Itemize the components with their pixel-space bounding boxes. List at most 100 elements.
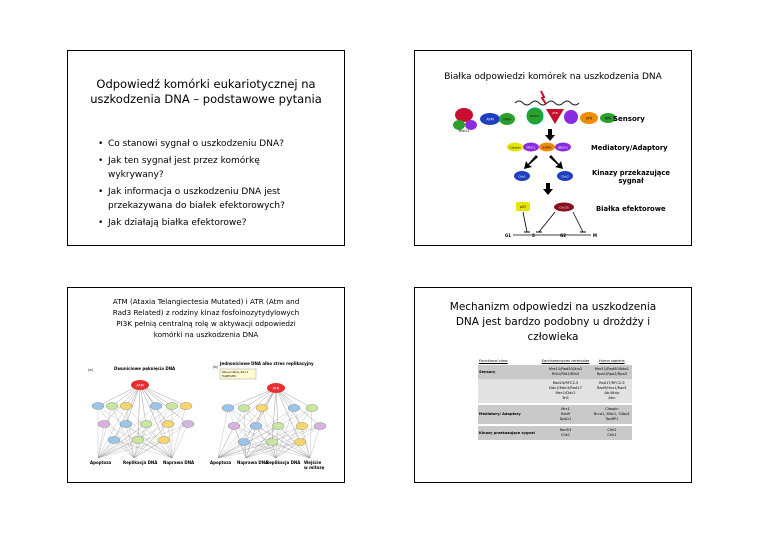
- label-mre11: Mre11: [459, 129, 470, 133]
- slide-2-title: Białka odpowiedzi komórek na uszkodzenia…: [444, 72, 662, 82]
- network-a-edges: [97, 384, 189, 459]
- outcome-b-apoptoza: Apoptoza: [210, 460, 232, 465]
- slide-1-title: Odpowiedź komórki eukariotycznej na uszk…: [90, 77, 322, 106]
- svg-text:ATM: ATM: [486, 118, 493, 122]
- network-b-edges: [217, 387, 321, 459]
- svg-text:Claspin: Claspin: [510, 146, 521, 150]
- slide-1-questions: Odpowiedź komórki eukariotycznej na uszk…: [67, 50, 345, 246]
- network-node: [161, 420, 175, 428]
- svg-text:w mitozę: w mitozę: [304, 465, 325, 470]
- protein-rad17: [526, 107, 544, 125]
- arrow-diagonal-left-icon: [524, 155, 538, 169]
- svg-text:RPA: RPA: [605, 117, 612, 121]
- svg-text:p53: p53: [520, 205, 526, 209]
- panel-a-title: Dwuniciowe pęknięcia DNA: [114, 366, 176, 371]
- phase-m: M: [593, 233, 597, 238]
- network-node: [221, 404, 235, 412]
- dna-break-icon: [540, 90, 547, 105]
- protein-rpa: [600, 113, 616, 123]
- phase-g2: G2: [560, 233, 566, 238]
- network-node: [181, 420, 195, 428]
- network-node: [105, 402, 119, 410]
- protein-brca1: [555, 142, 571, 152]
- network-node: [313, 422, 327, 430]
- svg-text:Chk1: Chk1: [518, 175, 526, 179]
- comparison-table: Functional class Saccharomyces cerevisia…: [478, 358, 632, 440]
- protein-chk2: [557, 171, 573, 181]
- network-node: [139, 420, 153, 428]
- protein-cdc25: [554, 202, 574, 212]
- svg-text:Cdc25: Cdc25: [559, 206, 569, 210]
- outcome-b-mitoza: Wejście: [304, 460, 321, 465]
- question-item: Co stanowi sygnał o uszkodzeniu DNA?: [98, 137, 330, 152]
- network-node: [293, 438, 307, 446]
- network-node: [227, 422, 241, 430]
- arrow-diagonal-right-icon: [549, 155, 563, 169]
- svg-text:Chk2: Chk2: [561, 175, 569, 179]
- network-node: [305, 404, 319, 412]
- network-node: [295, 422, 309, 430]
- network-node: [271, 422, 285, 430]
- atm-atr-network-diagram: (a) Dwuniciowe pęknięcia DNA (b) Jednoni…: [88, 361, 327, 470]
- question-item: Jak informacja o uszkodzeniu DNA jestprz…: [98, 185, 330, 214]
- label-efektory: Białka efektorowe: [596, 205, 666, 213]
- svg-text:ATR: ATR: [586, 117, 593, 121]
- slide-3-title: ATM (Ataxia Telangiectesia Mutated) i AT…: [112, 297, 300, 339]
- network-b-nodes: [221, 404, 327, 446]
- protein-mdc1: [523, 142, 539, 152]
- network-node: [97, 420, 111, 428]
- outcome-a-naprawa: Naprawa DNA: [163, 460, 195, 465]
- network-node: [119, 402, 133, 410]
- svg-text:Rad17: Rad17: [530, 114, 540, 118]
- label-sensory: Sensory: [613, 115, 645, 123]
- network-node: [179, 402, 193, 410]
- protein-atm: [480, 113, 500, 125]
- panel-b-letter: (b): [213, 365, 219, 369]
- node-atr: [267, 383, 285, 393]
- protein-53bp1: [539, 142, 555, 152]
- network-node: [237, 438, 251, 446]
- question-item: Jak ten sygnał jest przez komórkęwykrywa…: [98, 154, 330, 183]
- slide-3-atm-atr: ATM (Ataxia Telangiectesia Mutated) i AT…: [67, 287, 345, 483]
- arrow-down-icon: [545, 129, 555, 141]
- panel-b-box: [219, 368, 257, 380]
- protein-atr: [546, 109, 564, 124]
- outcome-b-naprawa: Naprawa DNA: [237, 460, 269, 465]
- label-mediatory: Mediatory/Adaptory: [591, 144, 668, 152]
- network-node: [287, 404, 301, 412]
- phase-s: S: [532, 233, 535, 238]
- slide-4-yeast-human: Mechanizm odpowiedzi na uszkodzenia DNA …: [414, 287, 692, 483]
- protein-atrip: [499, 113, 515, 125]
- outcome-a-replikacja: Replikacja DNA: [123, 460, 158, 465]
- svg-text:ATM: ATM: [136, 384, 143, 388]
- arrow-down-icon: [543, 183, 553, 195]
- svg-text:TopBP1/Rfc: TopBP1/Rfc: [222, 374, 237, 378]
- table-header-row: Functional class Saccharomyces cerevisia…: [479, 359, 625, 363]
- network-node: [265, 438, 279, 446]
- outcome-a-apoptoza: Apoptoza: [90, 460, 112, 465]
- network-node: [249, 422, 263, 430]
- protein-atr-2: [580, 112, 598, 124]
- network-node: [149, 402, 163, 410]
- panel-a-letter: (a): [88, 368, 94, 372]
- svg-text:53BP1: 53BP1: [542, 146, 552, 150]
- slide-4-title: Mechanizm odpowiedzi na uszkodzenia DNA …: [449, 301, 657, 343]
- svg-text:MDC1: MDC1: [527, 146, 536, 150]
- svg-text:ATR: ATR: [273, 387, 280, 391]
- dna-response-diagram: Mre11 ATM ATRIP Rad17 ATR ATR RPA Claspi…: [453, 90, 670, 238]
- question-list: Co stanowi sygnał o uszkodzeniu DNA? Jak…: [98, 137, 330, 232]
- network-node: [157, 436, 171, 444]
- network-node: [107, 436, 121, 444]
- protein-claspin: [507, 142, 523, 152]
- network-a-nodes: [91, 402, 195, 444]
- network-node: [131, 436, 145, 444]
- protein-mre11: [455, 108, 473, 122]
- network-node: [119, 420, 133, 428]
- svg-text:Rhis-proteins, Rad 1: Rhis-proteins, Rad 1: [222, 370, 248, 374]
- panel-b-title: Jednoniciowe DNA albo stres replikacyjny: [219, 361, 314, 366]
- network-node: [165, 402, 179, 410]
